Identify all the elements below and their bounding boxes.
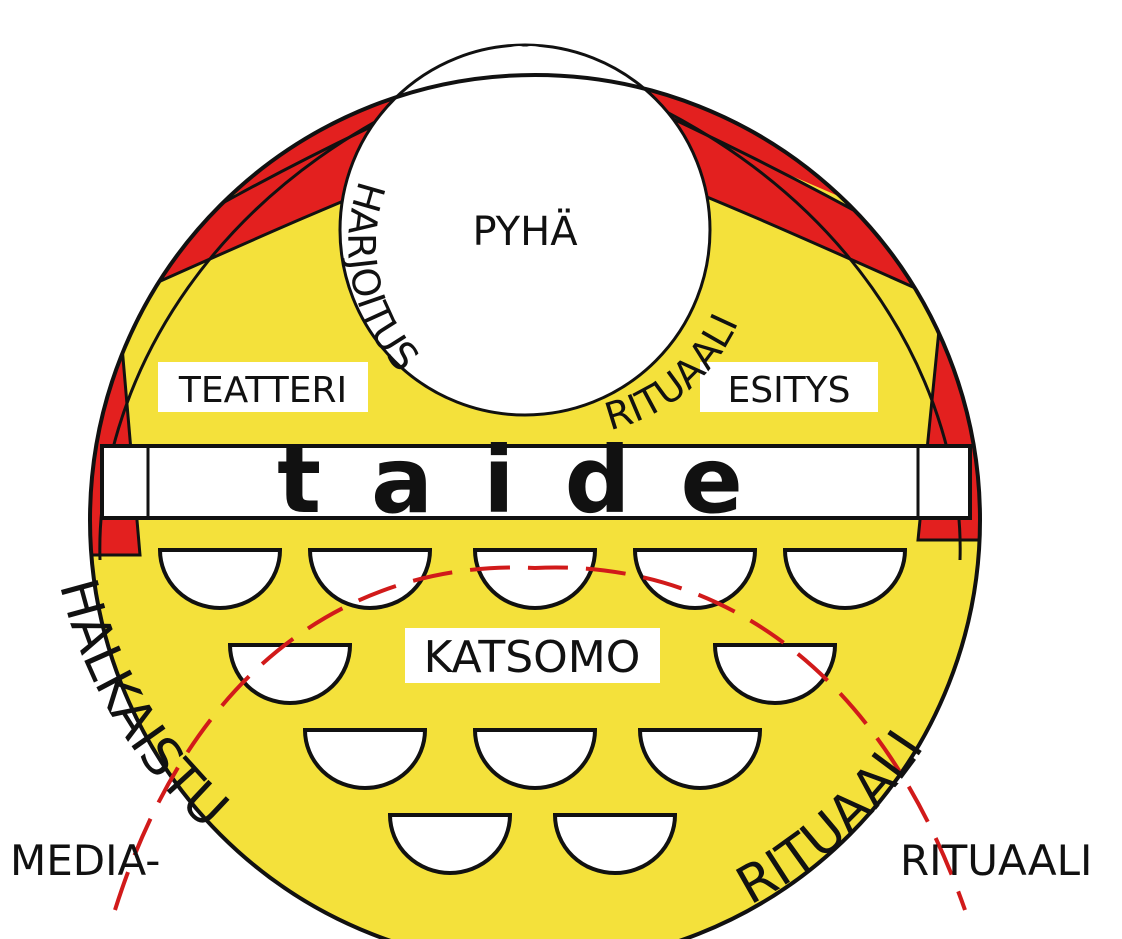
theatre-label: TEATTERI — [178, 370, 347, 411]
performance-label: ESITYS — [727, 370, 850, 411]
ritual-right-label: RITUAALI — [900, 836, 1092, 885]
media-label: MEDIA- — [10, 836, 160, 885]
sacred-label: PYHÄ — [472, 207, 578, 255]
art-label: taide — [277, 427, 793, 534]
auditorium-label: KATSOMO — [424, 632, 641, 683]
